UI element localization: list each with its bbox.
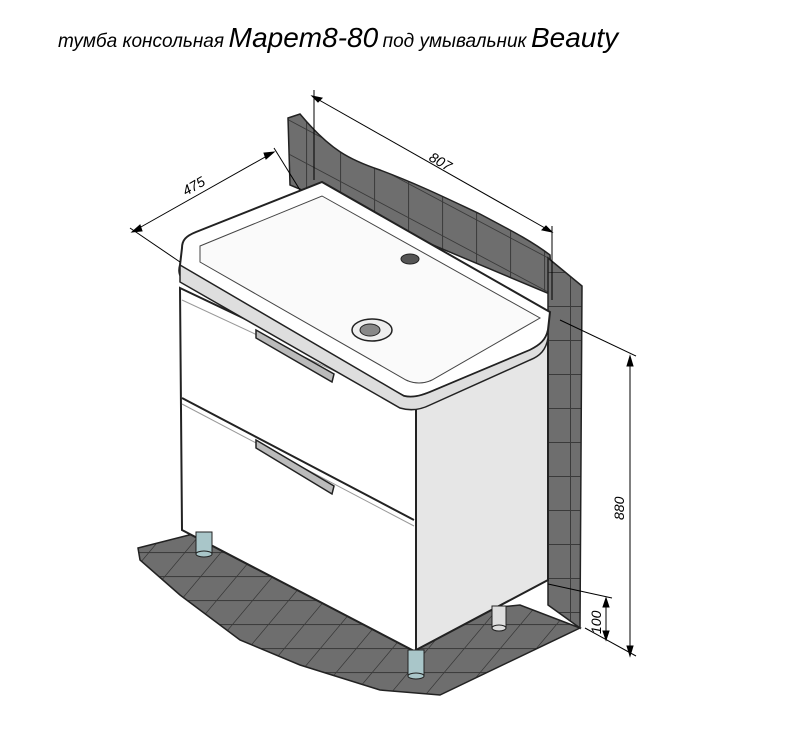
title-sink: Beauty (530, 22, 619, 53)
leg-height-dimension-label: 100 (588, 610, 604, 634)
upper-drawer-handle (255, 328, 335, 384)
width-dimension-label: 807 (427, 149, 456, 175)
sink-front-edge (179, 263, 549, 411)
side-wall-tiles (547, 256, 583, 630)
height-dimension-label: 880 (611, 496, 627, 520)
drawer-divider (181, 397, 415, 521)
sink-basin-inner (199, 195, 542, 384)
leg-height-dimension-line (547, 583, 613, 642)
back-right-leg (491, 605, 507, 632)
title-middle: под умывальник (382, 31, 527, 52)
height-dimension-line (559, 319, 637, 658)
front-right-leg (407, 649, 425, 680)
title-prefix: тумба консольная (58, 31, 224, 52)
lower-drawer-handle (255, 438, 335, 496)
tap-hole (400, 253, 420, 265)
front-left-leg (195, 531, 213, 558)
width-dimension-line (310, 90, 554, 300)
depth-dimension-line (129, 147, 301, 263)
title-model: Мареm8-80 (228, 22, 379, 53)
diagram-title: тумба консольная Мареm8-80 под умывальни… (58, 22, 618, 54)
depth-dimension-label: 475 (180, 173, 208, 199)
back-wall-tiles (287, 113, 553, 297)
